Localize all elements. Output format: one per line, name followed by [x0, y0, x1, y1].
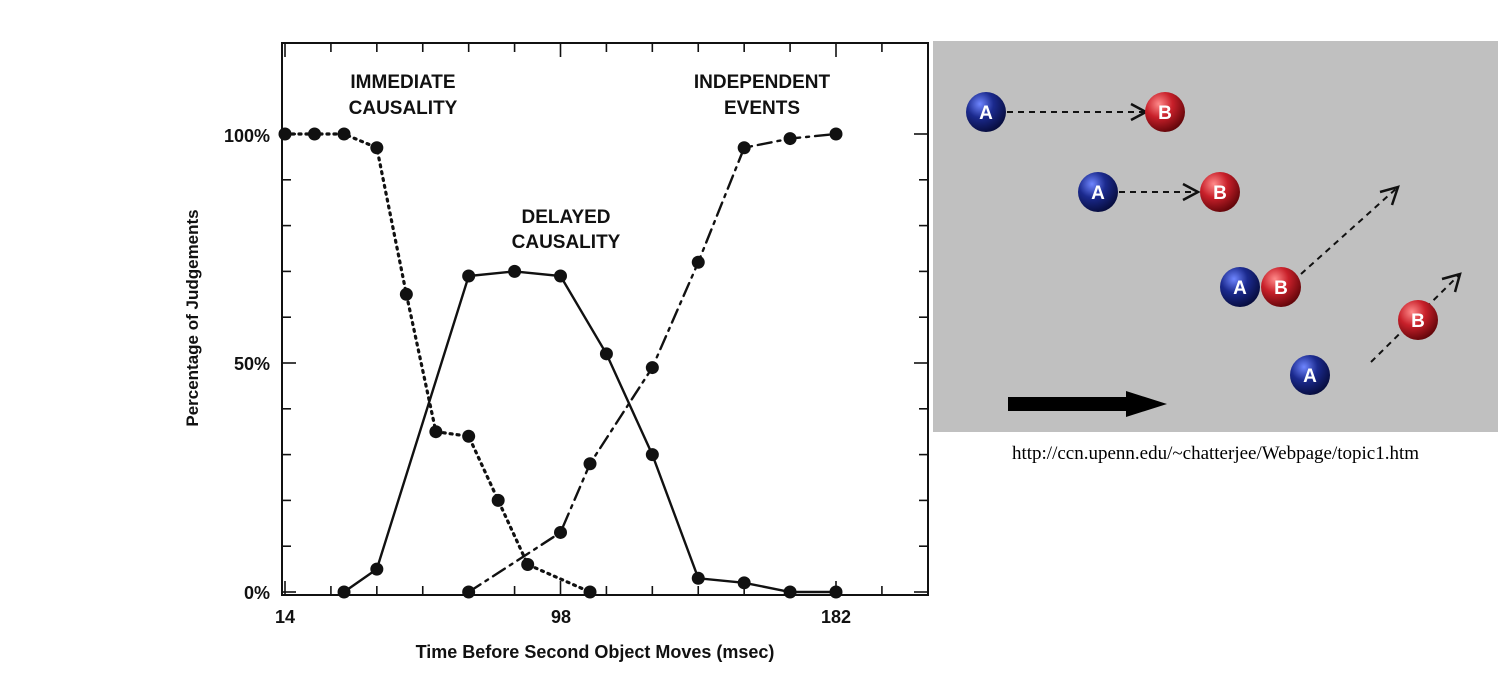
data-point-immediate-causality	[370, 141, 384, 155]
series-line-independent-events	[467, 132, 838, 594]
ball-a: A	[1290, 355, 1330, 395]
ball-b: B	[1145, 92, 1185, 132]
ball-a: A	[1078, 172, 1118, 212]
svg-text:B: B	[1411, 311, 1425, 332]
y-tick-label: 100%	[224, 126, 270, 146]
data-point-independent-events	[737, 141, 751, 155]
ball-a: A	[1220, 267, 1260, 307]
annotation-delayed-line1: DELAYED	[521, 207, 610, 228]
data-point-delayed-causality	[508, 264, 522, 278]
causality-chart: 100% 50% 0% 14 98 182 Time Before Second…	[183, 42, 929, 662]
series-layer	[278, 127, 843, 599]
data-point-independent-events	[829, 127, 843, 141]
annotation-immediate-line1: IMMEDIATE	[350, 72, 455, 93]
arrowhead-icon	[1441, 272, 1462, 293]
data-point-immediate-causality	[491, 493, 505, 507]
y-axis-label: Percentage of Judgements	[183, 209, 202, 426]
annotation-independent-line2: EVENTS	[724, 98, 800, 119]
data-point-delayed-causality	[645, 448, 659, 462]
data-point-immediate-causality	[337, 127, 351, 141]
direction-arrow-icon	[1126, 391, 1167, 417]
svg-text:B: B	[1158, 103, 1172, 124]
svg-text:A: A	[979, 103, 993, 124]
annotation-immediate-line2: CAUSALITY	[349, 98, 458, 119]
data-point-delayed-causality	[691, 571, 705, 585]
series-line-immediate-causality	[283, 132, 592, 594]
annotation-independent-line1: INDEPENDENT	[694, 72, 831, 93]
collision-diagram-svg: A B A B A B B A	[966, 92, 1462, 417]
y-tick-label: 50%	[234, 354, 270, 374]
plot-frame	[281, 42, 929, 596]
x-tick-label: 98	[551, 607, 571, 627]
svg-text:A: A	[1303, 366, 1317, 387]
data-point-immediate-causality	[399, 287, 413, 301]
ball-a: A	[966, 92, 1006, 132]
data-point-immediate-causality	[462, 429, 476, 443]
data-point-independent-events	[691, 255, 705, 269]
data-point-independent-events	[783, 132, 797, 146]
direction-arrow-shaft	[1008, 397, 1133, 411]
data-point-delayed-causality	[737, 576, 751, 590]
y-tick-label: 0%	[244, 583, 270, 603]
arrowhead-icon	[1379, 185, 1400, 206]
data-point-delayed-causality	[370, 562, 384, 576]
svg-text:A: A	[1091, 183, 1105, 204]
motion-path-4	[1370, 273, 1461, 363]
data-point-delayed-causality	[829, 585, 843, 599]
data-point-delayed-causality	[462, 269, 476, 283]
motion-path-3	[1300, 186, 1399, 275]
data-point-immediate-causality	[278, 127, 292, 141]
ball-b: B	[1261, 267, 1301, 307]
svg-text:B: B	[1274, 278, 1288, 299]
ball-b: B	[1398, 300, 1438, 340]
ball-b: B	[1200, 172, 1240, 212]
data-point-delayed-causality	[599, 347, 613, 361]
data-point-delayed-causality	[783, 585, 797, 599]
svg-text:A: A	[1233, 278, 1247, 299]
annotation-delayed-line2: CAUSALITY	[512, 232, 621, 253]
data-point-independent-events	[645, 361, 659, 375]
data-point-immediate-causality	[308, 127, 322, 141]
x-axis-label: Time Before Second Object Moves (msec)	[416, 642, 775, 662]
x-tick-label: 182	[821, 607, 851, 627]
data-point-independent-events	[554, 525, 567, 539]
data-point-independent-events	[583, 457, 597, 471]
data-point-independent-events	[462, 585, 476, 599]
data-point-immediate-causality	[429, 425, 443, 439]
svg-text:B: B	[1213, 183, 1227, 204]
series-line-delayed-causality	[342, 270, 838, 594]
source-url: http://ccn.upenn.edu/~chatterjee/Webpage…	[1011, 443, 1420, 464]
collision-diagram: A B A B A B B A	[933, 41, 1498, 432]
arrowhead-icon	[1182, 182, 1201, 202]
x-tick-label: 14	[275, 607, 295, 627]
axis-ticks	[282, 43, 928, 595]
data-point-delayed-causality	[337, 585, 351, 599]
data-point-immediate-causality	[521, 558, 535, 572]
data-point-delayed-causality	[554, 269, 567, 283]
data-point-immediate-causality	[583, 585, 597, 599]
